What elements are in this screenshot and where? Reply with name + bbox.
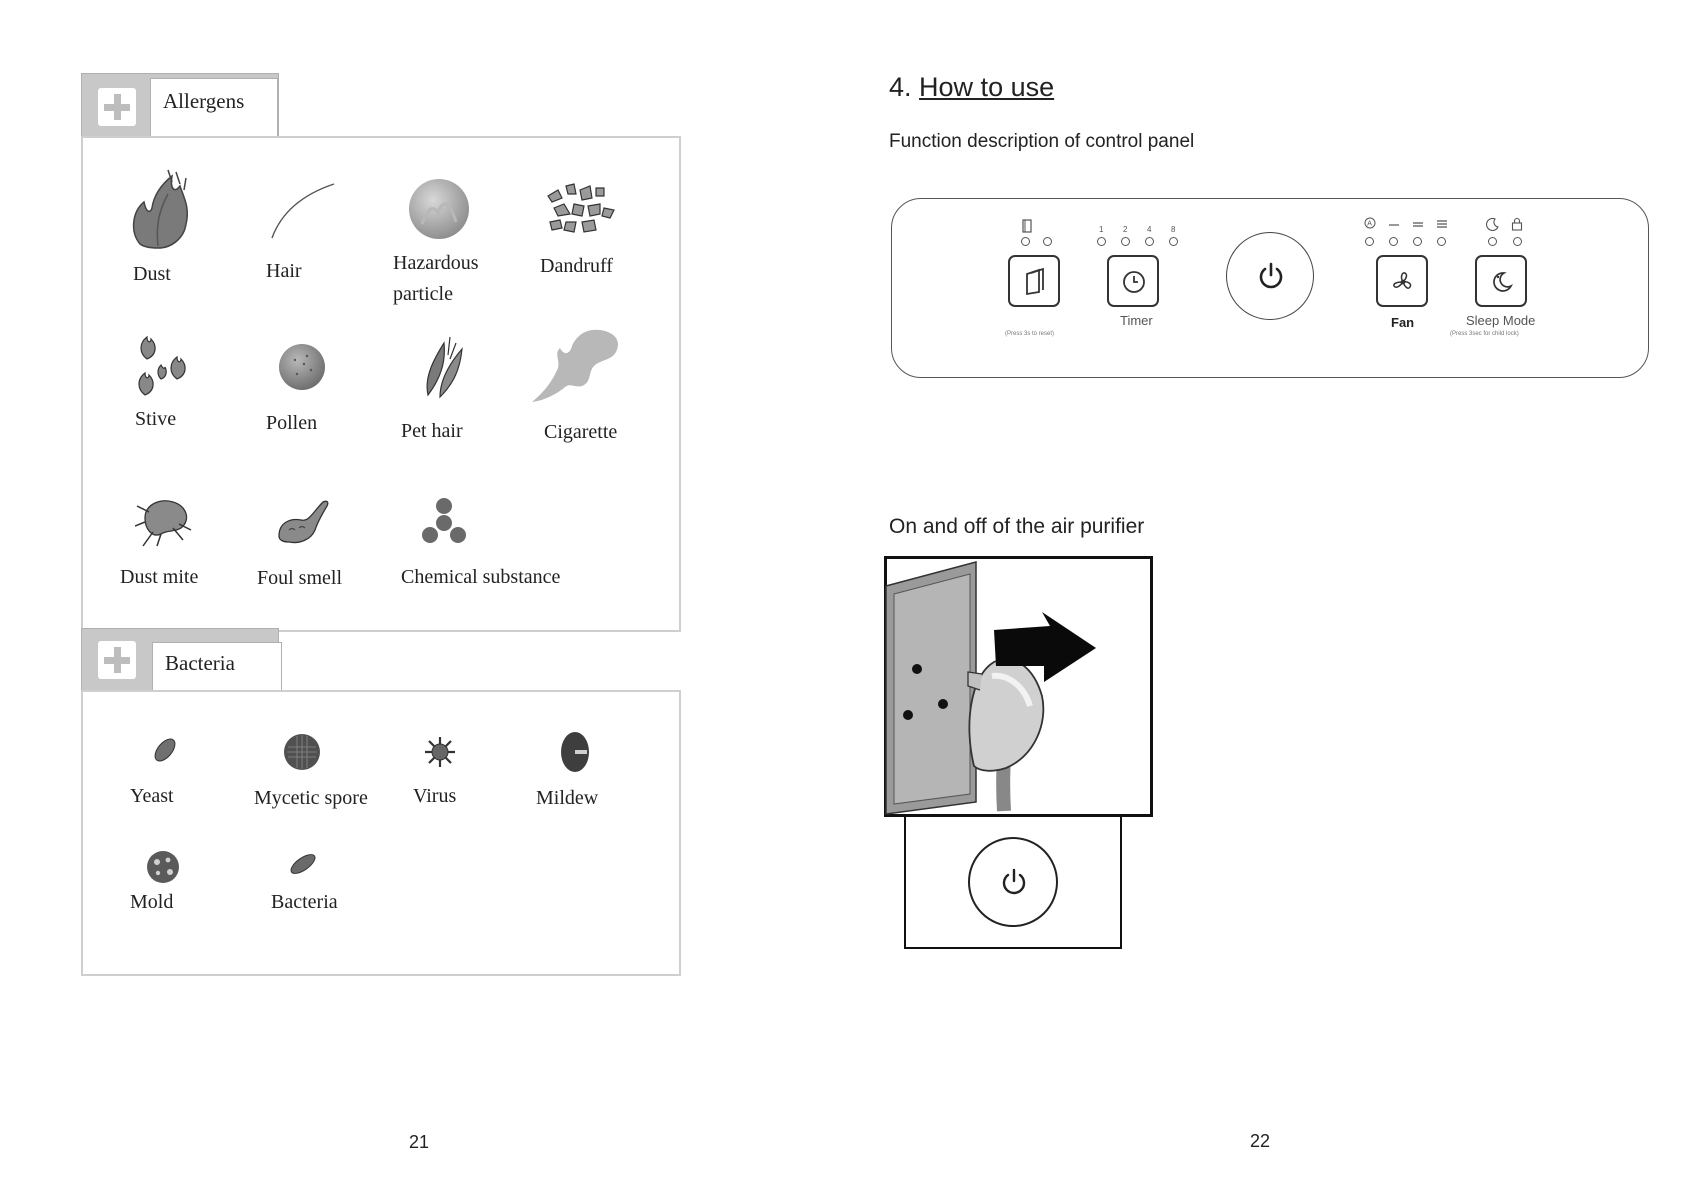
page-number-right: 22 [1250,1131,1271,1151]
fan-medium-icon [1413,222,1423,227]
item-label-mold: Mold [130,891,174,913]
illustration-power-button [968,837,1058,927]
timer-number-4: 4 [1147,225,1152,234]
child-lock-note: (Press 3sec for child lock) [1450,331,1519,337]
item-label-yeast: Yeast [130,785,174,807]
filter-indicator-icon [1022,219,1032,233]
power-icon [1259,262,1283,289]
filter-reset-button[interactable] [1008,255,1060,307]
item-label-particle: particle [393,283,453,305]
dust-mite-icon [135,500,192,547]
mildew-icon [561,732,589,772]
item-label-mycetic-spore: Mycetic spore [254,787,368,809]
power-button-illustration [904,815,1122,949]
filter-reset-note: (Press 3s to reset) [1005,331,1055,337]
item-label-virus: Virus [413,785,457,807]
child-lock-led [1513,237,1522,246]
stive-icon [138,335,186,396]
plug-insertion-illustration [884,556,1153,817]
item-label-pollen: Pollen [266,412,318,434]
timer-label: Timer [1120,313,1153,328]
control-panel-diagram: (Press 3s to reset) 1 2 4 8 Timer A [891,198,1649,378]
dandruff-icon [547,183,615,233]
item-label-bacteria: Bacteria [271,891,338,913]
timer-led-8 [1169,237,1178,246]
dust-icon [132,169,189,249]
item-label-dust: Dust [133,263,171,285]
bacteria-panel [81,690,681,976]
fan-led-low [1389,237,1398,246]
plus-icon [98,88,136,126]
fan-auto-icon: A [1364,217,1376,229]
child-lock-icon [1511,217,1523,231]
fan-low-icon [1389,224,1399,226]
item-label-mildew: Mildew [536,787,599,809]
timer-led-2 [1121,237,1130,246]
item-label-foul-smell: Foul smell [257,567,343,589]
item-label-pet-hair: Pet hair [401,420,463,442]
timer-number-8: 8 [1171,225,1176,234]
fan-led-medium [1413,237,1422,246]
item-label-hair: Hair [266,260,302,282]
timer-led-1 [1097,237,1106,246]
sleep-led [1488,237,1497,246]
mold-icon [147,851,179,883]
sleep-indicator-icon [1486,217,1499,231]
section-heading-number: 4. [889,72,912,102]
section-heading: 4. How to use [889,72,1054,103]
foul-smell-icon [278,500,329,544]
fan-button[interactable] [1376,255,1428,307]
item-label-hazardous: Hazardous [393,252,479,274]
chemical-substance-icon [422,498,466,543]
section-heading-text: How to use [919,72,1055,102]
sleep-mode-button[interactable] [1475,255,1527,307]
item-label-stive: Stive [135,408,177,430]
cigarette-icon [532,329,619,402]
pet-hair-icon [426,336,463,399]
onoff-heading: On and off of the air purifier [889,515,1145,538]
fan-led-auto [1365,237,1374,246]
bacteria-tab: Bacteria [81,628,282,700]
item-label-dandruff: Dandruff [540,255,613,277]
svg-text:A: A [1367,221,1372,228]
fan-speed-indicators: A [1364,217,1454,231]
control-panel-subheading: Function description of control panel [889,131,1195,152]
yeast-icon [154,738,176,762]
clock-icon [1123,271,1145,293]
filter-led-1 [1021,237,1030,246]
allergens-tab: Allergens [81,73,279,139]
fan-icon [1393,272,1412,289]
pollen-icon [279,344,325,390]
hair-icon [271,183,335,239]
filter-icon [1026,268,1044,296]
fan-high-icon [1437,220,1447,228]
timer-number-1: 1 [1099,225,1104,234]
item-label-dust-mite: Dust mite [120,566,199,588]
allergens-title: Allergens [150,78,278,138]
power-icon [1002,868,1026,895]
plus-icon [98,641,136,679]
moon-icon [1493,272,1513,292]
sleep-mode-label: Sleep Mode [1466,313,1536,328]
hazardous-particle-icon [409,179,469,239]
timer-number-2: 2 [1123,225,1128,234]
virus-icon [425,737,455,767]
timer-button[interactable] [1107,255,1159,307]
item-label-cigarette: Cigarette [544,421,618,443]
power-button[interactable] [1226,232,1314,320]
fan-led-high [1437,237,1446,246]
item-label-chemical-substance: Chemical substance [401,566,561,588]
fan-label: Fan [1391,315,1415,330]
filter-led-2 [1043,237,1052,246]
bacteria-icon [290,854,316,874]
timer-led-4 [1145,237,1154,246]
mycetic-spore-icon [284,734,320,770]
page-number-left: 21 [409,1132,430,1152]
